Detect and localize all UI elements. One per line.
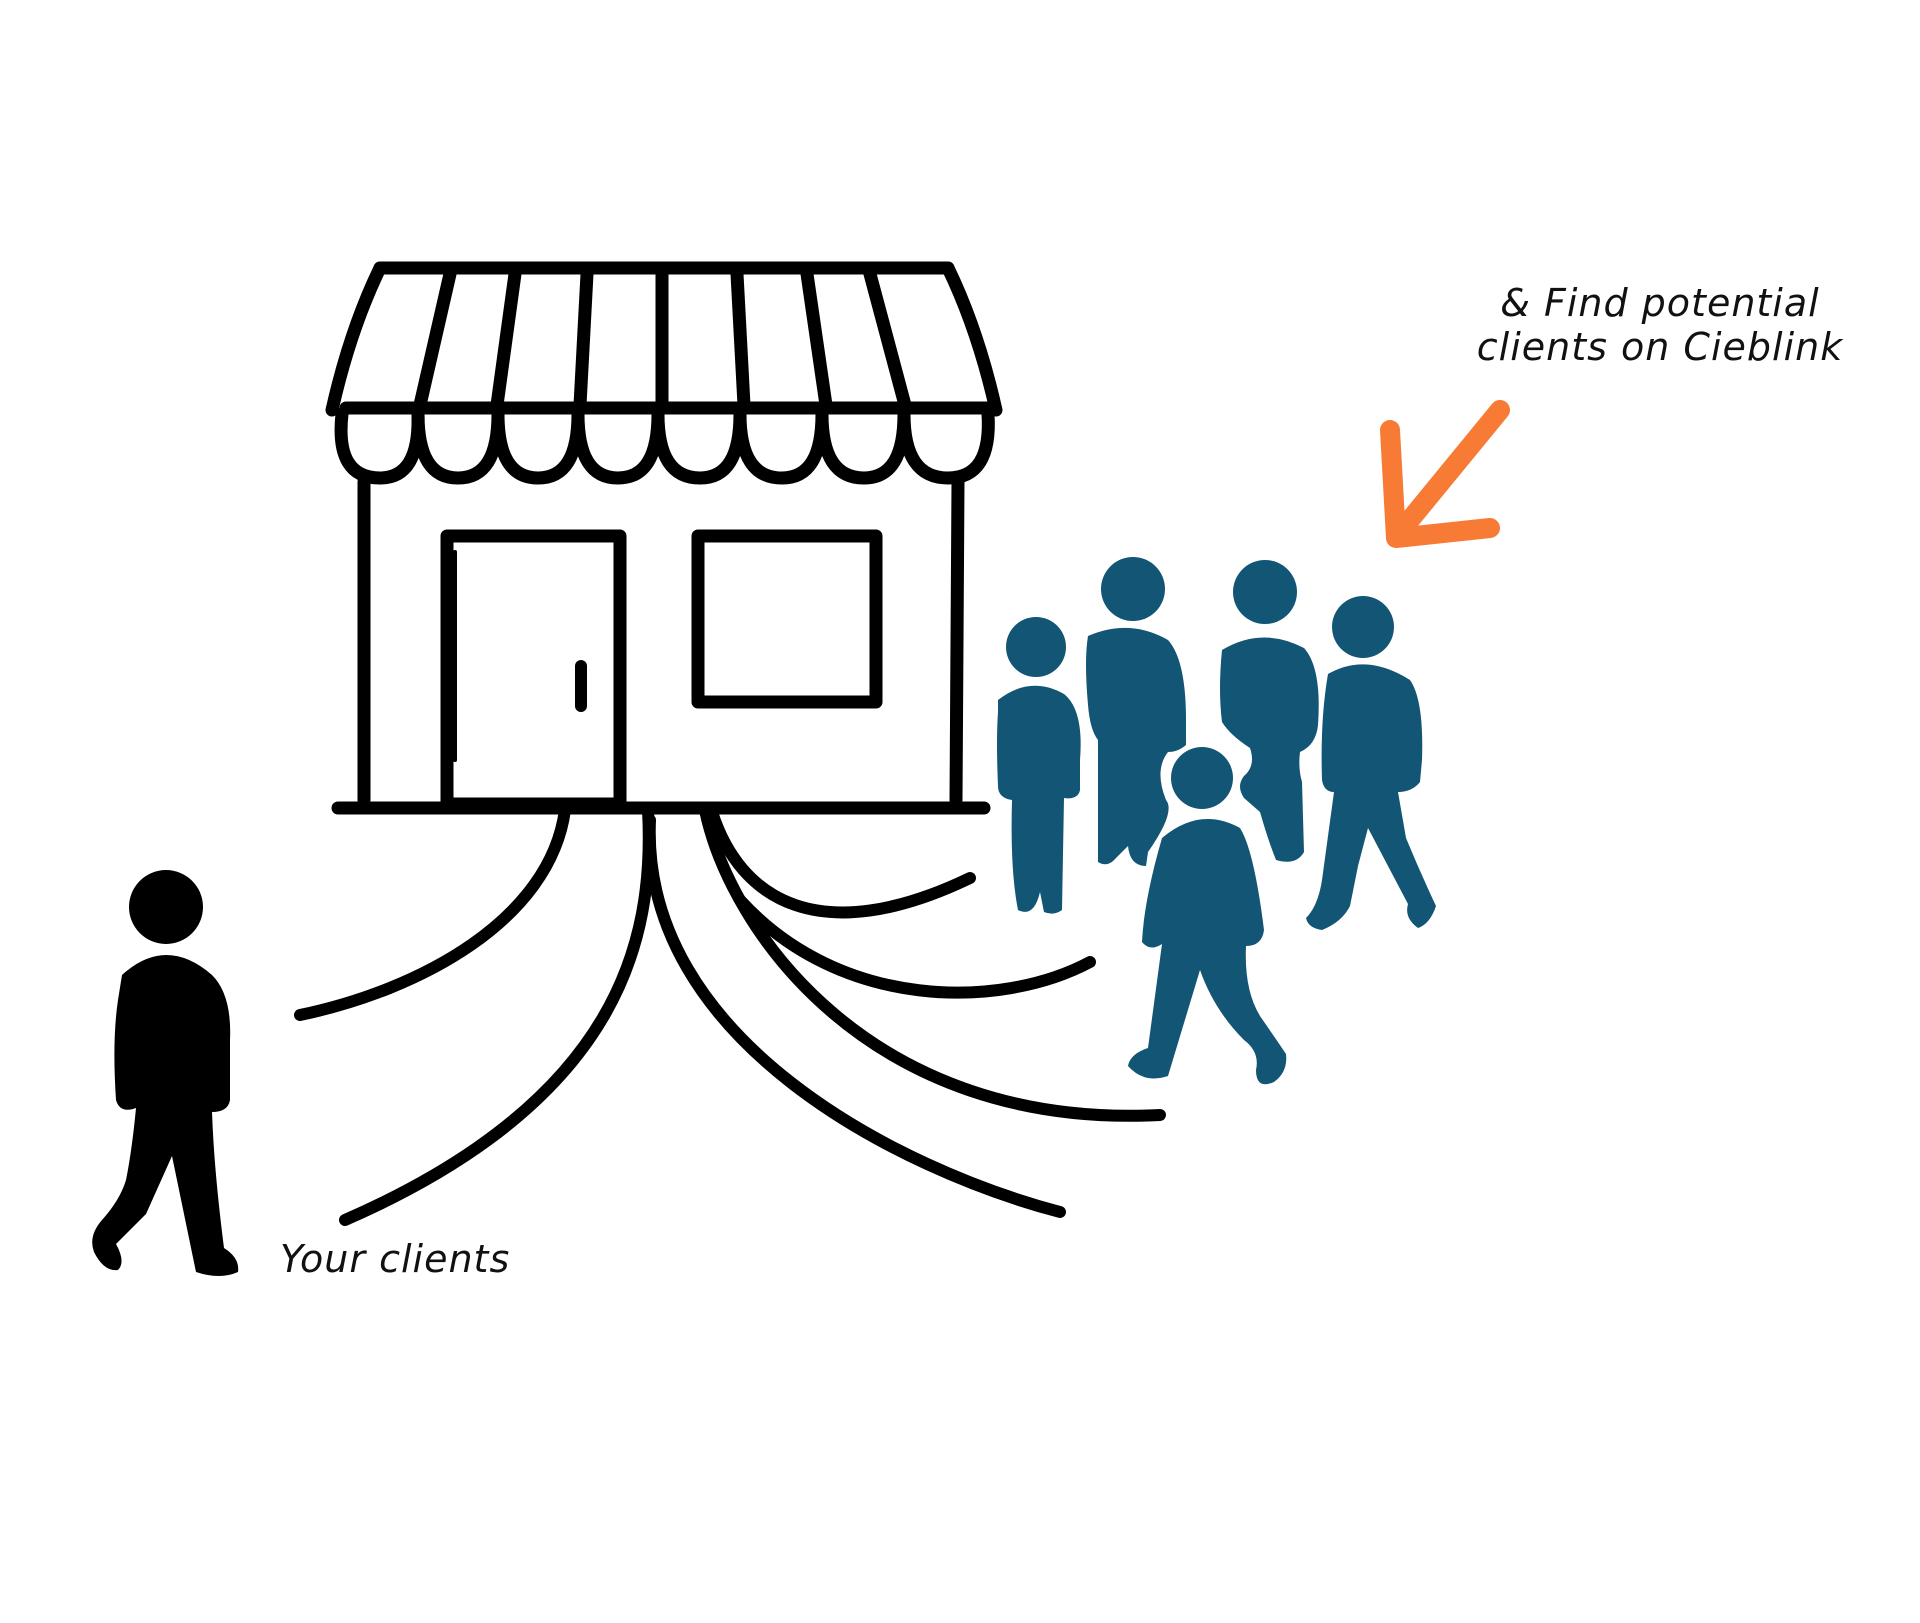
crowd-person-4	[1306, 596, 1436, 930]
root-lines	[294, 804, 1166, 1226]
root-line-2	[339, 804, 655, 1226]
arrow-down-left-icon	[1380, 400, 1510, 548]
root-line-4	[699, 804, 1166, 1122]
root-line-1	[294, 804, 571, 1021]
potential-clients-caption-line2: clients on Cieblink	[1476, 324, 1844, 369]
root-line-5	[734, 894, 1096, 999]
crowd-person-1	[997, 617, 1081, 914]
potential-clients-caption-line1: & Find potential	[1500, 281, 1820, 325]
root-line-6	[706, 806, 976, 919]
your-clients-caption: Your clients	[280, 1237, 511, 1281]
crowd-person-2	[1086, 557, 1186, 866]
crowd-person-5	[1128, 747, 1287, 1085]
walking-person-icon	[92, 870, 239, 1276]
root-line-3	[643, 814, 1066, 1218]
crowd-person-3	[1220, 560, 1319, 862]
storefront-icon	[325, 261, 1003, 815]
potential-clients-caption: & Find potential clients on Cieblink	[1440, 281, 1880, 369]
crowd-icon	[997, 557, 1436, 1085]
